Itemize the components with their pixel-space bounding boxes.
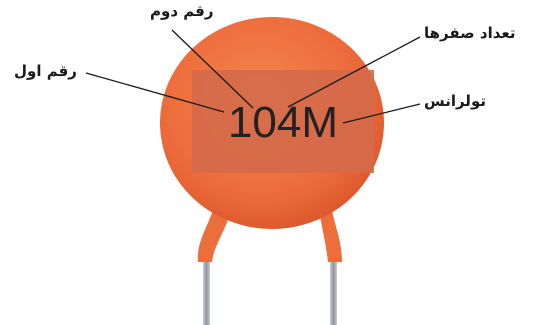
- label-zero-count: تعداد صفرها: [424, 24, 516, 42]
- pointer-tolerance: [342, 103, 421, 124]
- label-second-digit: رقم دوم: [150, 2, 214, 20]
- right-wire: [330, 250, 337, 325]
- label-first-digit: رقم اول: [14, 62, 77, 80]
- pointer-second-digit: [171, 29, 254, 109]
- pointer-zero-count: [287, 36, 421, 108]
- capacitor-code-text: 104M: [227, 98, 339, 147]
- left-wire: [203, 250, 210, 325]
- code-label-area: [192, 70, 374, 173]
- label-tolerance: تولرانس: [424, 92, 486, 110]
- pointer-first-digit: [85, 72, 225, 113]
